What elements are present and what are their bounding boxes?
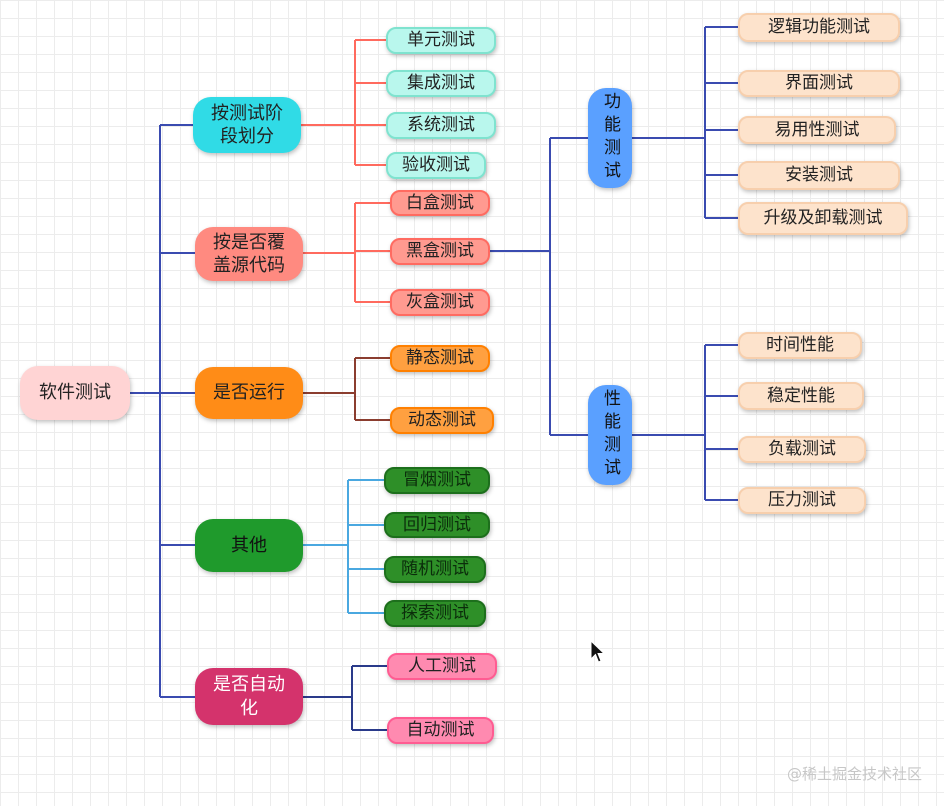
connector-other xyxy=(303,479,384,614)
connector-auto xyxy=(303,665,387,731)
leaf-dynamic-test: 动态测试 xyxy=(390,407,494,434)
leaf-stability-performance: 稳定性能 xyxy=(738,382,864,410)
leaf-static-test: 静态测试 xyxy=(390,345,490,372)
connector-run xyxy=(303,357,390,421)
leaf-blackbox-test: 黑盒测试 xyxy=(390,238,490,265)
category-run: 是否运行 xyxy=(195,367,303,419)
leaf-smoke-test: 冒烟测试 xyxy=(384,467,490,494)
leaf-unit-test: 单元测试 xyxy=(386,27,496,54)
leaf-usability-test: 易用性测试 xyxy=(738,116,896,144)
connector-blackbox xyxy=(490,137,588,436)
leaf-upgrade-uninstall-test: 升级及卸载测试 xyxy=(738,202,908,235)
category-other: 其他 xyxy=(195,519,303,572)
leaf-regression-test: 回归测试 xyxy=(384,512,490,538)
leaf-integration-test: 集成测试 xyxy=(386,70,496,97)
category-performance-test: 性能测试 xyxy=(588,385,632,485)
leaf-graybox-test: 灰盒测试 xyxy=(390,289,490,316)
category-stage: 按测试阶段划分 xyxy=(193,97,301,153)
leaf-load-test: 负载测试 xyxy=(738,436,866,463)
leaf-manual-test: 人工测试 xyxy=(387,653,497,680)
connector-root xyxy=(130,124,195,698)
leaf-time-performance: 时间性能 xyxy=(738,332,862,359)
connector-performance xyxy=(632,344,738,501)
leaf-installation-test: 安装测试 xyxy=(738,161,900,190)
leaf-exploratory-test: 探索测试 xyxy=(384,600,486,627)
connector-functional xyxy=(632,26,738,219)
category-coverage: 按是否覆盖源代码 xyxy=(195,227,303,281)
leaf-interface-test: 界面测试 xyxy=(738,70,900,97)
category-functional-test: 功能测试 xyxy=(588,88,632,188)
leaf-system-test: 系统测试 xyxy=(386,112,496,139)
connector-stage xyxy=(300,39,386,166)
leaf-automated-test: 自动测试 xyxy=(387,717,494,744)
watermark: @稀土掘金技术社区 xyxy=(786,765,922,783)
connector-coverage xyxy=(303,202,390,303)
category-automation: 是否自动化 xyxy=(195,668,303,725)
mouse-pointer-icon xyxy=(590,640,606,663)
leaf-logic-function-test: 逻辑功能测试 xyxy=(738,13,900,42)
leaf-random-test: 随机测试 xyxy=(384,556,486,583)
leaf-acceptance-test: 验收测试 xyxy=(386,152,486,179)
root-node: 软件测试 xyxy=(20,366,130,420)
leaf-stress-test: 压力测试 xyxy=(738,487,866,514)
leaf-whitebox-test: 白盒测试 xyxy=(390,190,490,216)
